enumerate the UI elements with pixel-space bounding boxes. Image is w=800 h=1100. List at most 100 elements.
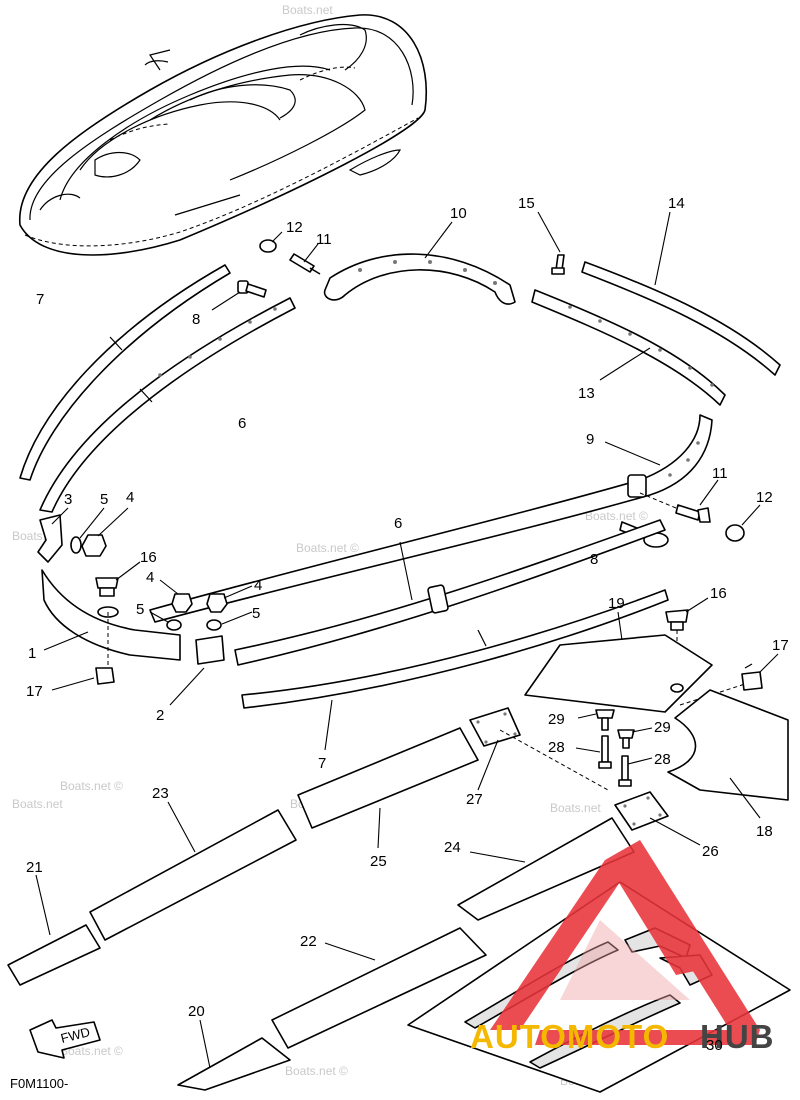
part-19-pad <box>524 611 713 713</box>
part-28-rivet-b <box>618 755 653 787</box>
part-25-mat <box>297 727 479 849</box>
part-29-screw-b <box>617 727 653 749</box>
part-2-joint-cover <box>169 635 225 706</box>
callout-16: 16 <box>140 549 157 566</box>
part-6-lower-rail <box>234 519 666 666</box>
callout-13: 13 <box>578 385 595 402</box>
part-3-corner-cap <box>37 507 69 563</box>
part-8-screw-upper <box>211 280 267 311</box>
part-12-cap-upper <box>259 231 283 253</box>
watermark: Boats.net <box>550 801 601 815</box>
automotohub-logo <box>490 840 760 1045</box>
watermark: Boats.net © <box>585 509 648 523</box>
callout-8: 8 <box>590 551 598 568</box>
part-23-mat <box>89 801 297 941</box>
callout-21: 21 <box>26 859 43 876</box>
callout-4: 4 <box>146 569 154 586</box>
callout-4: 4 <box>126 489 134 506</box>
part-11-rivet-right <box>639 479 719 523</box>
callout-22: 22 <box>300 933 317 950</box>
callout-14: 14 <box>668 195 685 212</box>
callout-28: 28 <box>654 751 671 768</box>
part-13-rail <box>531 289 726 406</box>
part-17-block-left <box>51 667 115 691</box>
part-26-plate <box>614 791 701 846</box>
part-5-washer-top <box>70 507 105 554</box>
part-10-bracket <box>323 221 516 305</box>
watermark: Boats.net <box>12 797 63 811</box>
logo-text-automoto: AUTOMOTO <box>470 1018 669 1055</box>
callout-29: 29 <box>548 711 565 728</box>
part-5-washer-mid-left <box>149 611 182 631</box>
logo-text-hub: HUB <box>700 1018 775 1055</box>
callout-11: 11 <box>316 231 332 248</box>
callout-15: 15 <box>518 195 535 212</box>
callout-24: 24 <box>444 839 461 856</box>
part-16-grommet-left <box>95 561 141 597</box>
part-17-block-right <box>679 653 779 706</box>
callout-18: 18 <box>756 823 773 840</box>
callout-17: 17 <box>26 683 43 700</box>
callout-3: 3 <box>64 491 72 508</box>
figure-code: F0M1100- <box>10 1076 68 1091</box>
part-6-upper-rail <box>39 297 296 513</box>
callout-10: 10 <box>450 205 467 222</box>
part-7-upper-rail <box>19 264 231 481</box>
part-28-rivet-a <box>575 735 612 769</box>
fwd-label: FWD <box>59 1024 91 1046</box>
part-4-nut-mid-left <box>159 579 193 613</box>
callout-6: 6 <box>238 415 246 432</box>
watermark: Boats.net © <box>60 779 123 793</box>
callout-17: 17 <box>772 637 789 654</box>
part-4-nut-top <box>81 507 129 557</box>
part-29-screw-a <box>577 709 615 731</box>
watermark: Boats.net © <box>60 1044 123 1058</box>
callout-23: 23 <box>152 785 169 802</box>
part-15-rivet <box>537 211 565 275</box>
part-12-cap-right <box>725 504 761 542</box>
callout-1: 1 <box>28 645 36 662</box>
part-27-plate <box>469 707 609 791</box>
callout-26: 26 <box>702 843 719 860</box>
part-22-mat <box>271 927 487 1049</box>
callout-8: 8 <box>192 311 200 328</box>
callout-5: 5 <box>100 491 108 508</box>
callout-labels: 1 2 3 4 4 4 5 5 5 6 6 7 7 8 8 9 10 11 11… <box>26 195 789 1054</box>
callout-7: 7 <box>318 755 326 772</box>
callout-5: 5 <box>136 601 144 618</box>
callout-5: 5 <box>252 605 260 622</box>
callout-7: 7 <box>36 291 44 308</box>
part-4-nut-mid-right <box>206 585 253 613</box>
part-1-bumper <box>41 569 181 668</box>
callout-20: 20 <box>188 1003 205 1020</box>
watercraft-illustration <box>19 14 427 256</box>
callout-4: 4 <box>254 577 262 594</box>
callout-12: 12 <box>286 219 303 236</box>
part-7-lower-rail <box>241 589 669 751</box>
part-5-washer-mid-right <box>206 611 253 631</box>
watermark: Boats.net <box>282 3 333 17</box>
fwd-arrow-icon: FWD <box>29 1019 101 1059</box>
watermark: Boats.net © <box>285 1064 348 1078</box>
callout-25: 25 <box>370 853 387 870</box>
part-14-rail <box>581 211 781 376</box>
part-20-mat <box>177 1019 291 1091</box>
callout-27: 27 <box>466 791 483 808</box>
callout-30: 30 <box>706 1037 723 1054</box>
callout-19: 19 <box>608 595 625 612</box>
callout-9: 9 <box>586 431 594 448</box>
callout-28: 28 <box>548 739 565 756</box>
watermark: Boats.net © <box>296 541 359 555</box>
part-21-mat <box>7 874 101 986</box>
part-9-rail <box>149 414 713 623</box>
part-16-grommet-right <box>665 597 709 688</box>
callout-16: 16 <box>710 585 727 602</box>
part-18-pad <box>667 689 789 819</box>
callout-2: 2 <box>156 707 164 724</box>
callout-6: 6 <box>394 515 402 532</box>
callout-11: 11 <box>712 465 728 482</box>
part-11-rivet-upper <box>289 243 321 275</box>
callout-29: 29 <box>654 719 671 736</box>
